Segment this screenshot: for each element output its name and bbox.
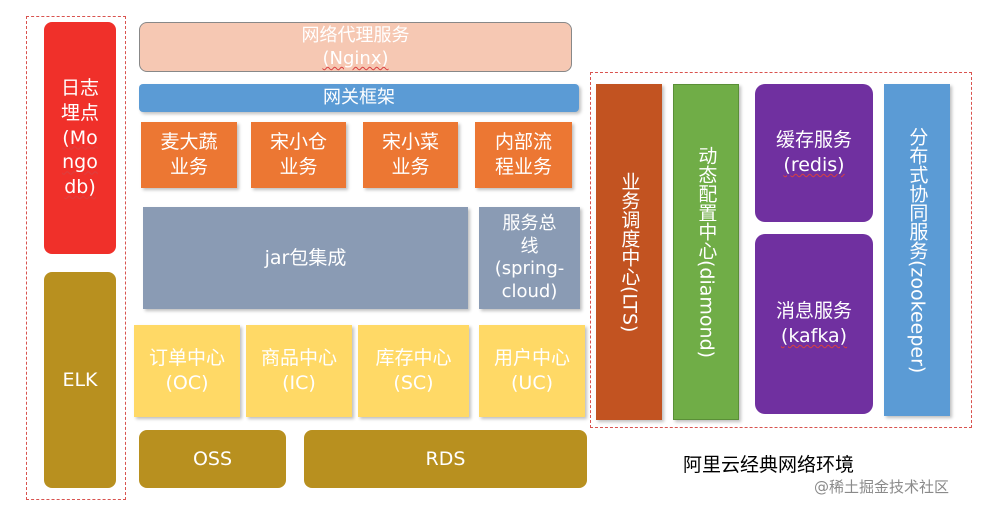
mq-sub: (kafka)	[780, 325, 848, 347]
business-box: 内部流 程业务	[475, 122, 572, 188]
bus-line1: 服务总	[502, 213, 557, 234]
log-line3: (Mo	[62, 126, 98, 149]
log-tracking-box: 日志 埋点 (Mo ngo db)	[44, 22, 116, 254]
business-box: 宋小菜 业务	[363, 122, 458, 188]
rds-box: RDS	[304, 430, 587, 488]
diamond-box: 动态配置中心(diamond)	[673, 84, 739, 420]
business-line1: 麦大蔬	[160, 131, 218, 154]
proxy-box: 网络代理服务 (Nginx)	[139, 22, 572, 72]
jar-label: jar包集成	[264, 246, 347, 269]
center-box: 库存中心 (SC)	[358, 325, 469, 417]
proxy-title: 网络代理服务	[301, 24, 410, 46]
center-code: (IC)	[282, 372, 316, 394]
center-name: 用户中心	[493, 347, 570, 370]
diamond-label: 动态配置中心(diamond)	[695, 145, 718, 359]
gateway-label: 网关框架	[323, 87, 395, 109]
lts-label: 业务调度中心(LTS)	[618, 171, 641, 333]
center-code: (OC)	[165, 372, 209, 394]
bus-line2: 线	[520, 235, 539, 257]
log-line4: ngo	[62, 151, 98, 174]
center-box: 订单中心 (OC)	[134, 325, 240, 417]
env-label: 阿里云经典网络环境	[683, 454, 855, 476]
left-group-border	[26, 16, 126, 500]
zookeeper-label: 分布式协同服务(zookeeper)	[906, 126, 929, 374]
proxy-sub: (Nginx)	[322, 48, 389, 69]
jar-integration-box: jar包集成	[143, 207, 468, 309]
oss-box: OSS	[139, 430, 286, 488]
oss-label: OSS	[192, 447, 233, 470]
center-box: 用户中心 (UC)	[479, 325, 585, 417]
watermark: @稀土掘金技术社区	[814, 478, 950, 496]
bus-line4: cloud)	[501, 280, 558, 302]
elk-label: ELK	[62, 368, 98, 391]
center-name: 订单中心	[148, 347, 225, 370]
business-line1: 宋小仓	[269, 131, 327, 154]
business-box: 麦大蔬 业务	[141, 122, 237, 188]
rds-label: RDS	[425, 447, 466, 470]
bus-line3: (spring-	[494, 258, 565, 279]
cache-name: 缓存服务	[775, 129, 852, 152]
elk-box: ELK	[44, 272, 116, 488]
business-line1: 宋小菜	[381, 131, 439, 154]
gateway-bar: 网关框架	[139, 84, 579, 112]
center-name: 库存中心	[375, 347, 452, 370]
business-line2: 业务	[391, 156, 430, 178]
center-name: 商品中心	[260, 347, 337, 370]
cache-box: 缓存服务 (redis)	[755, 84, 873, 222]
center-code: (SC)	[393, 372, 434, 394]
business-line2: 程业务	[494, 156, 552, 178]
business-line2: 业务	[279, 156, 318, 178]
lts-box: 业务调度中心(LTS)	[596, 84, 662, 420]
log-line1: 日志	[60, 77, 99, 100]
business-line1: 内部流	[494, 131, 552, 154]
center-box: 商品中心 (IC)	[246, 325, 352, 417]
zookeeper-box: 分布式协同服务(zookeeper)	[884, 84, 950, 416]
log-line2: 埋点	[60, 101, 99, 124]
log-line5: db)	[64, 176, 96, 199]
right-group-border	[590, 72, 972, 428]
cache-sub: (redis)	[783, 154, 845, 176]
service-bus-box: 服务总 线 (spring- cloud)	[479, 207, 580, 309]
business-line2: 业务	[169, 156, 208, 178]
mq-name: 消息服务	[775, 300, 852, 323]
center-code: (UC)	[511, 372, 553, 394]
mq-box: 消息服务 (kafka)	[755, 234, 873, 414]
business-box: 宋小仓 业务	[251, 122, 346, 188]
